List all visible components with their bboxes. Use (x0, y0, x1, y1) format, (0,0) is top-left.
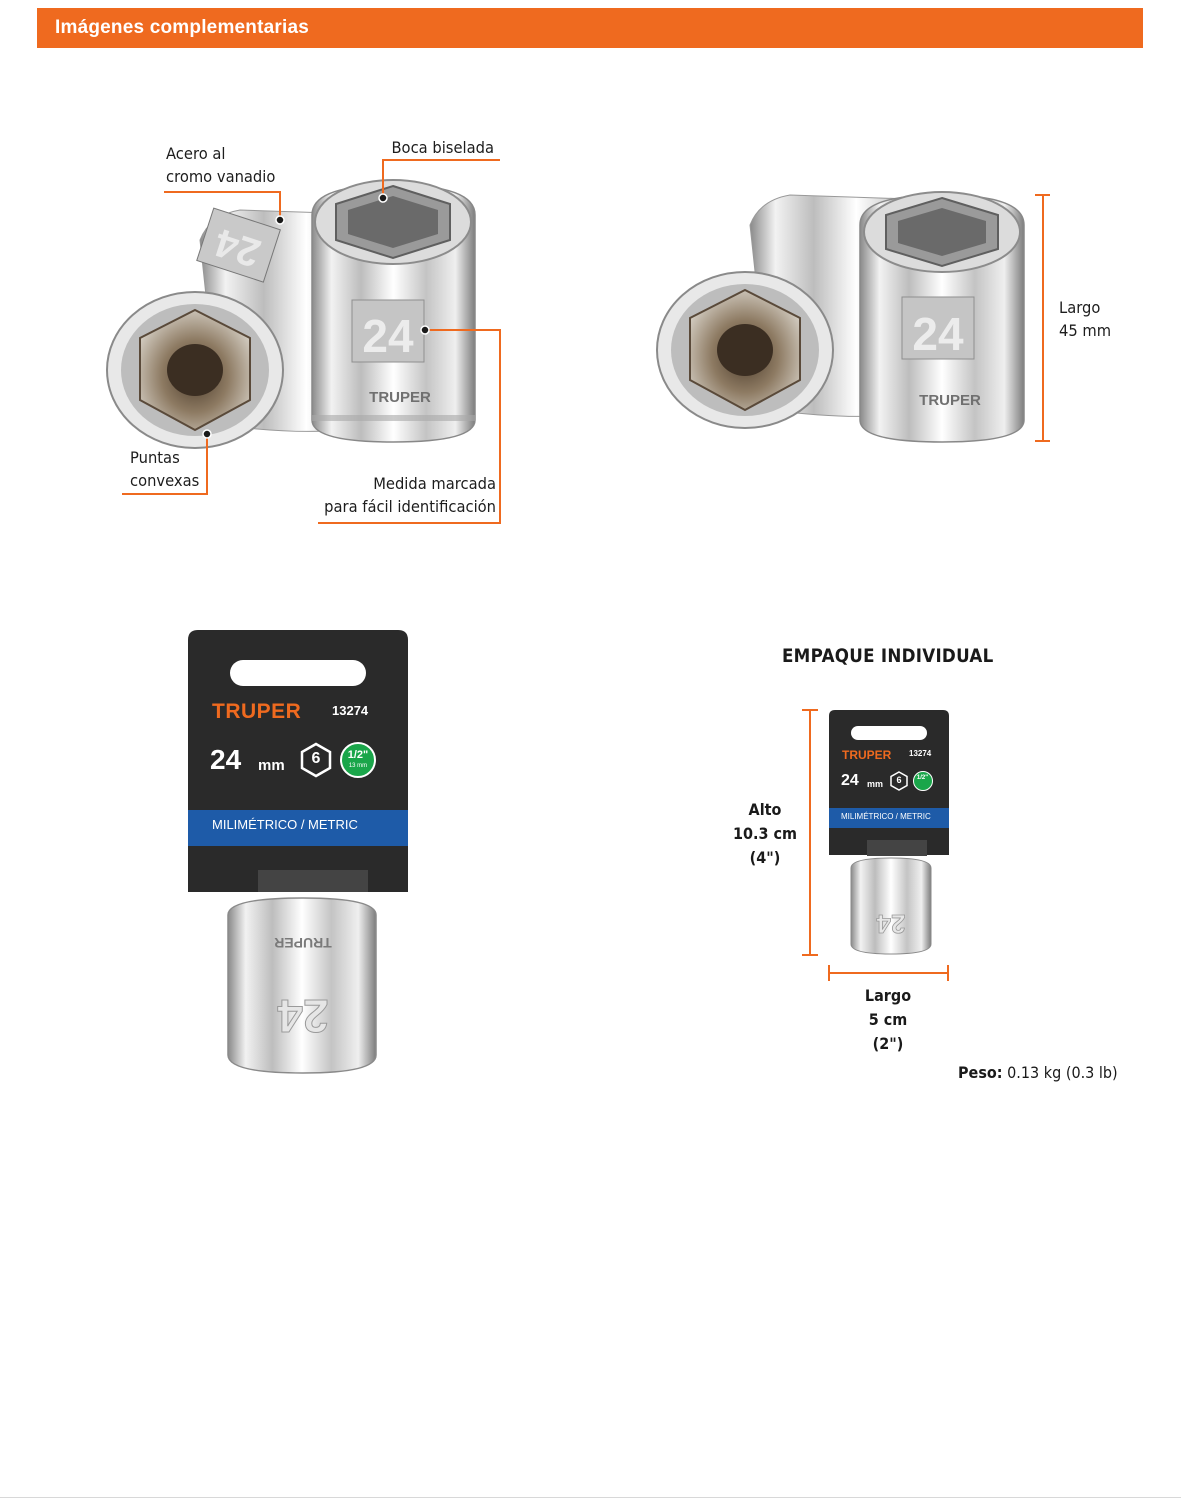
empaque-peso: Peso: 0.13 kg (0.3 lb) (958, 1063, 1118, 1082)
bottom-divider (0, 1497, 1181, 1498)
empaque-model: 13274 (909, 749, 932, 758)
callout-puntas: Puntas convexas (130, 448, 200, 490)
drive-size: 1/2" (347, 749, 369, 761)
socket-brand-mark-2: TRUPER (919, 392, 981, 409)
package-size: 24 (210, 744, 242, 775)
empaque-socket-size: 24 (876, 909, 905, 939)
socket-features-image: 24 24 TRUPER (106, 159, 501, 524)
empaque-brand: TRUPER (842, 748, 892, 762)
section-header: Imágenes complementarias (37, 8, 1143, 48)
section-title: Imágenes complementarias (55, 17, 310, 38)
empaque-drive: 1/2" (916, 775, 929, 781)
package-socket-size: 24 (277, 990, 329, 1042)
empaque-largo: Largo 5 cm (2") (864, 986, 912, 1053)
package-unit: mm (258, 757, 285, 774)
drive-badge: 1/2" 13 mm (340, 742, 376, 778)
empaque-alto: Alto 10.3 cm (4") (732, 800, 798, 867)
empaque-hex-points: 6 (896, 775, 902, 785)
package-socket-brand: TRUPER (274, 935, 332, 951)
socket-brand-mark: TRUPER (369, 389, 431, 406)
package-image: TRUPER 24 TRUPER 13274 24 mm 6 1/2" 13 m… (188, 630, 408, 1075)
empaque-dimension-lines (802, 709, 949, 981)
empaque-unit: mm (867, 779, 884, 789)
callout-boca: Boca biselada (391, 138, 494, 157)
empaque-package-image: 24 TRUPER 13274 24 mm 6 1/2" MILIMÉTRICO… (829, 710, 949, 955)
peso-value: 0.13 kg (0.3 lb) (1002, 1063, 1118, 1082)
package-brand: TRUPER (212, 700, 302, 723)
hex-points-badge: 6 (298, 742, 334, 778)
dimension-largo: Largo 45 mm (1059, 298, 1112, 340)
empaque-hex-badge: 6 (889, 771, 909, 791)
drive-mm: 13 mm (348, 763, 368, 769)
socket-size-mark-2: 24 (912, 308, 964, 360)
empaque-drive-badge: 1/2" (913, 771, 933, 791)
socket-size-mark: 24 (362, 310, 414, 362)
empaque-size: 24 (841, 772, 859, 789)
hex-points: 6 (311, 750, 321, 767)
callout-acero: Acero al cromo vanadio (166, 144, 276, 186)
empaque-system: MILIMÉTRICO / METRIC (841, 812, 931, 821)
package-system: MILIMÉTRICO / METRIC (212, 817, 358, 832)
peso-label: Peso: (958, 1063, 1003, 1082)
callout-medida: Medida marcada para fácil identificación (324, 474, 496, 516)
empaque-title: EMPAQUE INDIVIDUAL (782, 645, 994, 667)
socket-length-image: 24 TRUPER (656, 191, 1050, 443)
package-model: 13274 (332, 703, 369, 718)
